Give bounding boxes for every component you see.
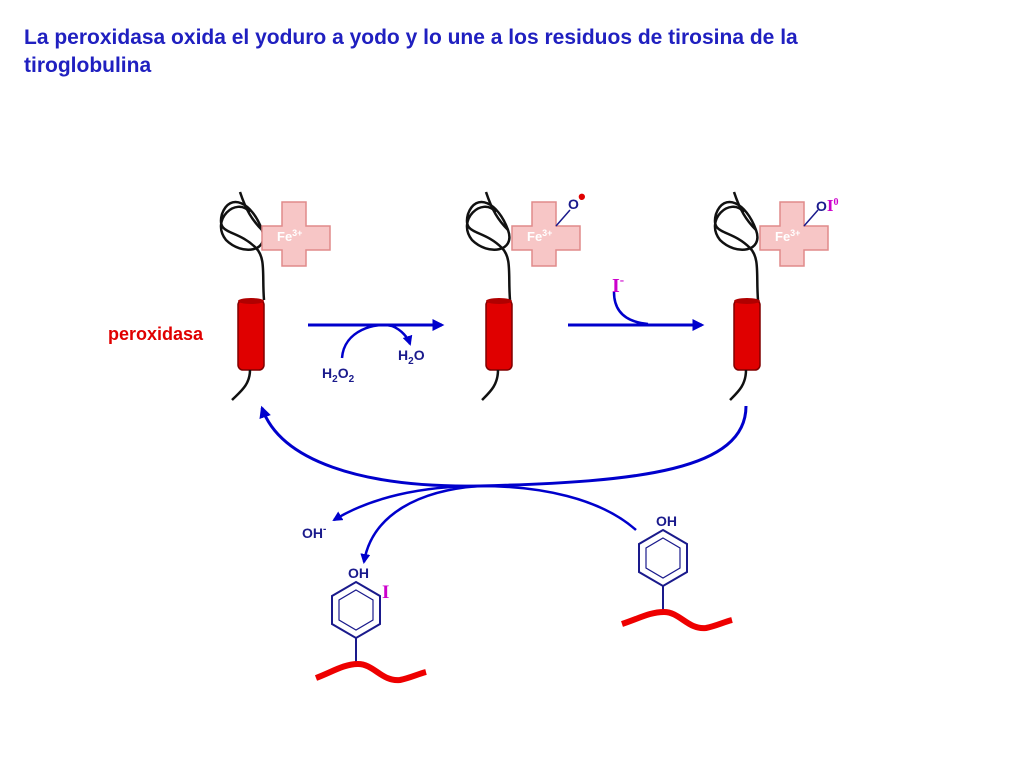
step1-side-arrow	[340, 323, 413, 359]
oxygen-label: O	[568, 196, 579, 212]
iodotyrosine-residue: OH I	[314, 565, 427, 684]
enzyme-state-iodinated: Fe3+ OI0	[713, 191, 839, 401]
helix-cylinder	[237, 299, 265, 371]
protein-strand	[732, 191, 757, 231]
helix-cylinder	[485, 299, 513, 371]
tyrosine-in-arrow	[479, 484, 637, 531]
enzyme-state-resting: Fe3+	[219, 191, 331, 401]
enzyme-state-compound-i: Fe3+ O •	[465, 184, 586, 401]
benzene-inner-ring	[645, 537, 681, 579]
enzyme-label: peroxidasa	[108, 324, 204, 344]
protein-tail	[231, 369, 252, 401]
protein-strand	[484, 191, 509, 231]
hydroxide-label: OH-	[302, 524, 326, 541]
radical-dot: •	[578, 184, 586, 209]
fe-label: Fe3+	[277, 228, 302, 244]
iodine-label: I	[382, 582, 389, 603]
iodotyrosine-out-arrow	[360, 484, 481, 564]
heme-cross	[261, 201, 331, 267]
peptide-backbone	[621, 608, 733, 632]
protein-loop	[219, 200, 266, 301]
protein-tail	[481, 369, 500, 401]
tyrosine-residue: OH	[621, 513, 733, 632]
fe-label: Fe3+	[527, 228, 552, 244]
peptide-backbone	[314, 660, 427, 684]
step2-reaction: I-	[568, 272, 705, 331]
fe-oi-bond	[803, 209, 819, 227]
protein-loop	[713, 200, 760, 301]
helix-cylinder	[733, 299, 761, 371]
return-arrow	[259, 405, 748, 488]
iodide-label: I-	[612, 272, 624, 297]
page-title: La peroxidasa oxida el yoduro a yodo y l…	[24, 26, 798, 77]
benzene-inner-ring	[338, 589, 374, 631]
iodotyrosine-oh-label: OH	[348, 565, 369, 581]
tyrosine-oh-label: OH	[656, 513, 677, 529]
protein-strand	[238, 191, 263, 231]
helix-cylinder-top	[734, 298, 760, 304]
step1-reaction: H2O2 H2O	[308, 319, 445, 385]
oi-label: OI0	[816, 196, 839, 215]
fe-label: Fe3+	[775, 228, 800, 244]
hydroxide-out-arrow	[332, 484, 481, 522]
fe-oxygen-bond	[555, 209, 571, 227]
helix-cylinder-top	[238, 298, 264, 304]
helix-cylinder-top	[486, 298, 512, 304]
protein-tail	[729, 369, 748, 401]
h2o-label: H2O	[398, 347, 425, 367]
step2-side-arrow	[612, 291, 649, 326]
h2o2-label: H2O2	[322, 365, 355, 385]
protein-loop	[465, 200, 512, 301]
return-cycle: OH-	[259, 405, 748, 564]
